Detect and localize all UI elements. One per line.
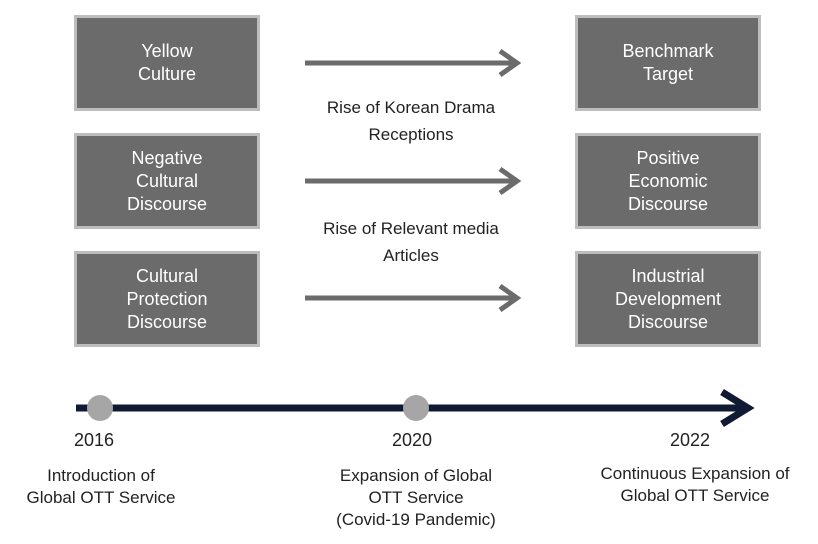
year-2022: 2022	[670, 430, 711, 450]
box-cultural-protection-discourse: Cultural Protection Discourse	[74, 251, 260, 347]
transform-arrow-3	[305, 283, 522, 313]
milestone-2016	[87, 395, 113, 421]
event-expansion-ott: Expansion of Global OTT Service (Covid-1…	[336, 466, 496, 529]
box-negative-cultural-discourse: Negative Cultural Discourse	[74, 133, 260, 229]
arrow-label-media-articles: Rise of Relevant media Articles	[323, 219, 499, 265]
box-positive-economic-discourse: Positive Economic Discourse	[575, 133, 761, 229]
milestone-2020	[403, 395, 429, 421]
box-benchmark-target: Benchmark Target	[575, 15, 761, 111]
transform-arrow-1	[305, 48, 522, 78]
event-introduction-ott: Introduction of Global OTT Service	[26, 466, 176, 507]
transform-arrow-2	[305, 166, 522, 196]
year-2020: 2020	[392, 430, 433, 450]
year-2016: 2016	[74, 430, 115, 450]
arrow-label-korean-drama: Rise of Korean Drama Receptions	[326, 98, 496, 144]
box-yellow-culture: Yellow Culture	[74, 15, 260, 111]
box-industrial-development-discourse: Industrial Development Discourse	[575, 251, 761, 347]
event-continuous-expansion-ott: Continuous Expansion of Global OTT Servi…	[600, 464, 790, 505]
